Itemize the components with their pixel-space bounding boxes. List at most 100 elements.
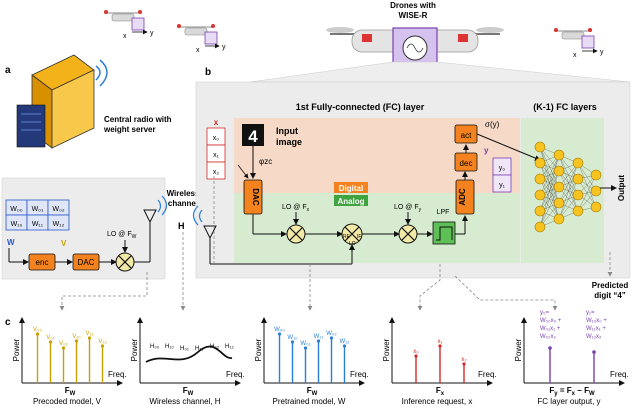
panel-label-a: a [5, 65, 11, 76]
center-frequency-label: FW [183, 386, 194, 397]
weight-cell-label: W₁₀ [11, 221, 23, 228]
central-radio-line2: weight server [103, 125, 156, 134]
neuron [534, 157, 546, 169]
weight-cell [47, 214, 70, 231]
weight-cell-label: W₀₂ [52, 206, 65, 213]
weight-cell-label: W₀₀ [10, 206, 23, 213]
output-v-label: V [61, 239, 67, 248]
x-vector-label: x [214, 118, 219, 127]
spectral-peak-marker [48, 340, 53, 344]
input-image-icon [242, 124, 264, 146]
spectral-peak-marker [100, 344, 105, 348]
wireless-channel-line1: Wireless [167, 189, 200, 198]
zoom-wedge [249, 61, 631, 83]
input-image-line1: Input [276, 126, 298, 136]
spectral-peak-marker [35, 332, 40, 336]
input-w-label: W [7, 238, 15, 247]
antenna-rx-icon [192, 205, 217, 240]
panel-label-c: c [5, 317, 11, 328]
dac-label-b: DAC [251, 188, 260, 206]
neural-network-icon [534, 141, 602, 233]
spectral-peak-label: x₁ [437, 339, 442, 345]
channel-h-label: H [178, 221, 185, 231]
neuron [534, 205, 546, 217]
analog-region [234, 193, 520, 263]
mixer-fy [398, 224, 418, 244]
spectral-peak-label: V₀₁ [46, 335, 55, 341]
freq-axis-label: Freq. [226, 370, 245, 379]
spectral-peak-label: V₀₀ [33, 327, 42, 333]
spectral-peak-label: W₁₀ [287, 335, 298, 341]
neuron [534, 173, 546, 185]
neuron [553, 213, 565, 225]
lo-fx-label: LO @ Fx [282, 204, 310, 213]
encoder-label: enc [36, 258, 49, 267]
y1-equation-line: W₁₀x₀ + [586, 318, 607, 324]
channel-response-curve [145, 345, 233, 363]
spectral-peak-label: x₀ [413, 349, 419, 355]
output-peak-marker [548, 346, 552, 350]
y0-equation-line: W₀₀x₀ + [540, 318, 562, 324]
spectral-peak-label: W₀₀ [274, 327, 285, 333]
phi-zc-label: φzc [259, 157, 272, 166]
y-vector: y₀ y₁ [492, 157, 512, 193]
mixer-port-rf: RF [343, 234, 350, 240]
y-vector-cell-label: y₀ [499, 165, 506, 172]
drones-title-line1: Drones with [390, 1, 436, 10]
x-vector-cell [206, 161, 226, 180]
y0-equation-line: W₀₂x₂ [540, 334, 556, 340]
mixer-fx [286, 224, 306, 244]
input-image-digit: 4 [248, 127, 258, 146]
y-vector-cell [492, 174, 512, 193]
spectral-peak-marker [329, 336, 334, 340]
neuron [553, 197, 565, 209]
neuron [553, 181, 565, 193]
channel-coefficient-label: H₁₁ [195, 346, 203, 352]
x-vector-cell-label: x₂ [213, 169, 220, 176]
channel-coefficient-label: H₁₀ [165, 344, 174, 350]
neuron [534, 189, 546, 201]
spectral-peak-marker [87, 336, 92, 340]
sigma-label: σ(y) [485, 120, 500, 129]
channel-coefficient-label: H₀₁ [180, 346, 189, 352]
analog-tag-label: Analog [337, 197, 364, 206]
power-axis-label: Power [514, 338, 523, 361]
input-image-line2: image [276, 137, 302, 147]
central-radio-line1: Central radio with [104, 115, 172, 124]
channel-coefficient-label: H₀₂ [210, 344, 220, 350]
neuron [590, 201, 602, 213]
neuron [572, 189, 584, 201]
drone2-axis-y: y [222, 44, 226, 51]
y1-equation-line: y₁= [586, 310, 595, 316]
drone-small-2: y x [177, 24, 226, 54]
center-frequency-label: FW [65, 386, 76, 397]
lo-fw-label: LO @ FW [107, 231, 137, 240]
server-rack-icon [16, 104, 46, 148]
x-vector-cell-label: x₀ [213, 135, 220, 142]
spectral-peak-label: x₂ [461, 357, 467, 363]
spectral-peak-marker [414, 354, 418, 358]
spectral-peak-label: V₀₂ [59, 341, 68, 347]
drone1-axis-y: y [150, 30, 154, 37]
wireless-channel-line2: channel [168, 199, 198, 208]
decoder-label: dec [460, 159, 473, 168]
center-frequency-label: FW [307, 386, 318, 397]
spectral-peak-marker [316, 339, 321, 343]
y1-equation-line: W₁₂x₂ [586, 334, 602, 340]
neuron [572, 205, 584, 217]
mixer-port-if: IF [357, 234, 361, 240]
drone-small-3: y x [554, 28, 604, 59]
neuron [572, 173, 584, 185]
central-radio-icon [16, 54, 108, 149]
spectral-peak-marker [342, 344, 347, 348]
drone1-axis-x: x [123, 33, 127, 40]
spectral-peak-label: W₀₂ [326, 331, 337, 337]
y-vector-cell-label: y₁ [499, 182, 506, 189]
antenna-tx-icon [143, 195, 168, 224]
